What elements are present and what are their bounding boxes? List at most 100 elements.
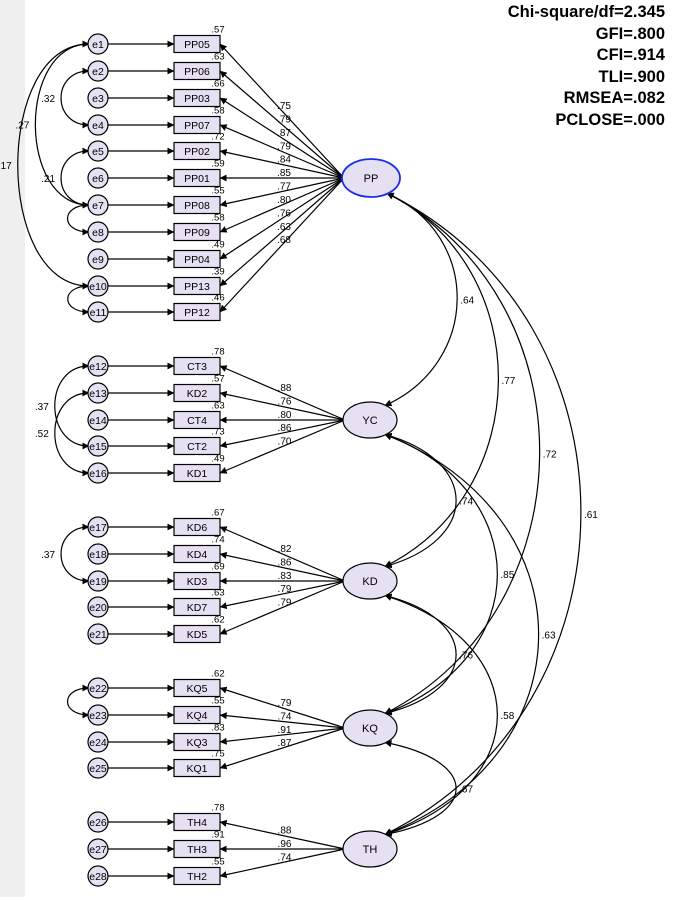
loading-label-pp08: .77 [277, 182, 291, 193]
r2-label-kd6: .67 [211, 508, 224, 519]
loading-label-th3: .96 [278, 839, 292, 850]
loading-label-pp05: .75 [277, 101, 291, 112]
error-label-e8: e8 [92, 227, 104, 239]
left-margin [0, 0, 25, 897]
loading-path-th4 [219, 819, 346, 850]
error-label-e12: e12 [89, 361, 107, 373]
indicator-box-pp03 [173, 88, 221, 108]
error-covariance-e12-e15 [54, 362, 90, 450]
indicator-label-kd6: KD6 [187, 522, 208, 534]
r2-label-pp05: .57 [211, 25, 224, 36]
error-node-e26 [87, 811, 109, 833]
loading-path-kq1 [219, 727, 346, 770]
indicator-label-pp07: PP07 [184, 120, 210, 132]
fit-indices: Chi-square/df=2.345 GFI=.800 CFI=.914 TL… [508, 2, 665, 132]
r2-label-pp07: .58 [211, 106, 224, 117]
r2-label-pp01: .59 [211, 159, 224, 170]
latent-yc [342, 401, 398, 439]
indicator-label-kq1: KQ1 [186, 763, 207, 775]
error-covariance-label-e12-e15: .37 [35, 402, 49, 413]
indicator-box-pp01 [173, 168, 221, 188]
r2-label-pp03: .66 [211, 79, 224, 90]
r2-label-ct2: .73 [211, 427, 224, 438]
indicator-box-ct3 [173, 356, 221, 376]
latent-label-pp: PP [364, 173, 379, 185]
indicator-box-kd1 [173, 463, 221, 483]
error-node-e16 [87, 462, 109, 484]
fit-pclose: PCLOSE=.000 [555, 110, 665, 129]
error-covariance-label-e1-e7: .27 [15, 121, 29, 132]
latent-correlation-label-kd-kq: .76 [459, 651, 473, 662]
latent-correlation-yc-kq [384, 433, 498, 715]
loading-path-kq5 [219, 686, 346, 729]
error-node-e19 [87, 570, 109, 592]
latent-label-yc: YC [362, 415, 377, 427]
indicator-label-ct2: CT2 [187, 441, 207, 453]
loading-path-pp07 [219, 124, 345, 179]
error-node-e3 [87, 87, 109, 109]
error-covariance-e1-e7 [34, 40, 90, 209]
indicator-box-pp06 [173, 61, 221, 81]
indicator-box-pp12 [173, 302, 221, 322]
loading-path-kd2 [219, 390, 346, 421]
loading-path-pp05 [219, 43, 345, 179]
latent-label-kq: KQ [362, 723, 378, 735]
error-label-e20: e20 [89, 602, 107, 614]
indicator-box-kd5 [173, 624, 221, 644]
indicator-box-pp07 [173, 115, 221, 135]
indicator-box-kd2 [173, 383, 221, 403]
error-label-e9: e9 [92, 254, 104, 266]
loading-label-pp04: .76 [277, 209, 291, 220]
latent-correlation-label-pp-kq: .72 [543, 449, 557, 460]
loading-path-pp12 [219, 177, 345, 313]
loading-label-ct3: .88 [278, 383, 292, 394]
error-covariance-label-e2-e4: .32 [41, 94, 55, 105]
indicator-box-kd3 [173, 571, 221, 591]
loading-label-kd7: .79 [278, 584, 292, 595]
error-label-e6: e6 [92, 173, 104, 185]
error-label-e14: e14 [89, 415, 107, 427]
error-node-e24 [87, 731, 109, 753]
latent-correlation-kq-th [384, 740, 457, 837]
loading-label-pp07: .79 [277, 142, 291, 153]
indicator-label-pp01: PP01 [184, 173, 210, 185]
latent-correlation-label-kq-th: .67 [459, 785, 473, 796]
loading-path-kd5 [219, 580, 346, 635]
loading-path-kd6 [219, 526, 346, 582]
indicator-label-pp13: PP13 [184, 281, 210, 293]
latent-correlation-pp-kd [384, 192, 499, 568]
indicator-label-pp03: PP03 [184, 93, 210, 105]
latent-correlation-yc-th [384, 433, 539, 836]
r2-label-kq4: .55 [211, 696, 224, 707]
indicator-label-pp02: PP02 [184, 146, 210, 158]
loading-label-pp09: .80 [277, 195, 291, 206]
error-node-e8 [87, 221, 109, 243]
latent-label-th: TH [363, 844, 378, 856]
indicator-box-kq4 [173, 705, 221, 725]
indicator-box-th3 [173, 839, 221, 859]
latent-correlation-label-kd-th: .58 [500, 711, 514, 722]
loading-path-ct2 [219, 419, 346, 449]
latent-correlation-label-pp-th: .61 [584, 510, 598, 521]
indicator-label-kd3: KD3 [187, 576, 208, 588]
r2-label-kd4: .74 [211, 535, 224, 546]
latent-correlation-kd-th [384, 594, 498, 836]
indicator-label-kq4: KQ4 [186, 710, 207, 722]
indicator-box-pp09 [173, 222, 221, 242]
latent-th [342, 830, 398, 868]
r2-label-pp08: .55 [211, 186, 224, 197]
fit-gfi: GFI=.800 [595, 24, 665, 43]
r2-label-th2: .55 [211, 857, 224, 868]
r2-label-kd5: .62 [211, 615, 224, 626]
error-label-e24: e24 [89, 737, 107, 749]
loading-path-kq4 [219, 712, 346, 729]
loading-path-kq3 [219, 727, 346, 745]
loading-path-pp13 [219, 177, 345, 287]
indicator-label-kd4: KD4 [187, 549, 208, 561]
error-covariance-label-e17-e19: .37 [41, 550, 55, 561]
loading-label-kd3: .83 [278, 571, 292, 582]
loading-label-pp02: .84 [277, 155, 291, 166]
r2-label-kd3: .69 [211, 562, 224, 573]
r2-label-pp06: .63 [211, 52, 224, 63]
r2-label-pp04: .49 [211, 240, 224, 251]
